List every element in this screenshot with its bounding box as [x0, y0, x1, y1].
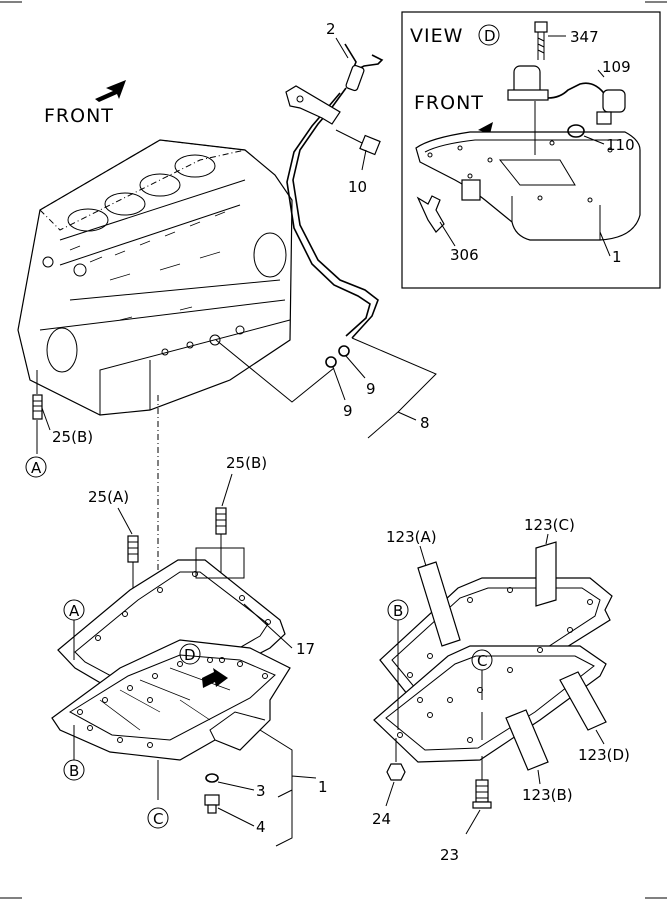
front-arrow-icon — [95, 80, 126, 102]
label-2: 2 — [326, 20, 336, 38]
stud-25b-lower — [215, 507, 227, 535]
label-306: 306 — [450, 246, 479, 264]
drain-plug-4 — [204, 794, 220, 806]
view-d-arrow-icon — [202, 668, 228, 688]
tube-bracket — [285, 85, 341, 125]
stud-25b-upper: 25(B) A — [25, 370, 93, 478]
ref-d: D — [184, 646, 196, 664]
nut-24 — [386, 763, 406, 781]
label-8: 8 — [420, 414, 430, 432]
label-123c: 123(C) — [524, 516, 575, 534]
label-4: 4 — [256, 818, 266, 836]
ref-a-upper: A — [31, 459, 42, 477]
cylinder-3 — [139, 173, 181, 197]
label-25a: 25(A) — [88, 488, 129, 506]
clip-306 — [416, 195, 445, 233]
label-123a: 123(A) — [386, 528, 437, 546]
ref-d-circle — [179, 643, 201, 665]
stud-25a — [127, 535, 139, 563]
cylinder-4 — [174, 154, 216, 178]
engine-block — [17, 139, 293, 416]
washer-3 — [205, 773, 219, 783]
ref-c-circle-left — [147, 807, 169, 829]
label-347: 347 — [570, 28, 599, 46]
label-110: 110 — [606, 136, 635, 154]
view-title: VIEW — [410, 25, 463, 47]
main-front-label: FRONT — [44, 105, 114, 127]
sealant-123b — [505, 709, 549, 771]
sealant-123c — [535, 541, 557, 607]
bolt-347 — [534, 21, 548, 33]
ref-b-right: B — [393, 602, 403, 620]
o-ring-110 — [567, 124, 585, 138]
right-pan-lower — [373, 645, 607, 763]
ref-c-left: C — [153, 810, 163, 828]
label-10: 10 — [348, 178, 367, 196]
label-123d: 123(D) — [578, 746, 630, 764]
o-ring-9-lower — [325, 356, 337, 368]
label-1-main: 1 — [318, 778, 328, 796]
right-oil-pan: 123(A) 123(C) 123(D) 123(B) B C 24 23 — [372, 516, 630, 864]
inset-boss — [461, 179, 481, 201]
left-oil-pan: 25(A) 25(B) 17 D A B — [51, 454, 328, 847]
view-d-inset: VIEW D FRONT 347 109 110 306 — [401, 11, 661, 289]
view-letter-circle — [478, 24, 500, 46]
label-25b-lower: 25(B) — [226, 454, 267, 472]
inset-front-label: FRONT — [414, 92, 484, 114]
label-109: 109 — [602, 58, 631, 76]
label-24: 24 — [372, 810, 391, 828]
label-1-inset: 1 — [612, 248, 622, 266]
label-3: 3 — [256, 782, 266, 800]
label-17: 17 — [296, 640, 315, 658]
ref-b-left: B — [69, 762, 79, 780]
sealant-123d — [559, 671, 607, 731]
guide-tube — [292, 87, 379, 339]
cylinder-2 — [104, 192, 146, 216]
ref-a-circle-upper — [25, 456, 47, 478]
label-25b-upper: 25(B) — [52, 428, 93, 446]
bolt-23 — [475, 779, 489, 803]
dipstick-assembly: 10 2 9 9 8 — [215, 20, 437, 439]
view-letter: D — [484, 27, 496, 45]
label-9-lower: 9 — [343, 402, 353, 420]
oil-pan-1 — [51, 639, 291, 761]
label-123b: 123(B) — [522, 786, 573, 804]
label-23: 23 — [440, 846, 459, 864]
sealant-123a — [417, 561, 461, 647]
main-front-indicator: FRONT — [44, 80, 126, 127]
ref-a-lower: A — [69, 602, 80, 620]
ref-c-right: C — [477, 652, 487, 670]
o-ring-9-upper — [338, 345, 350, 357]
label-9-upper: 9 — [366, 380, 376, 398]
